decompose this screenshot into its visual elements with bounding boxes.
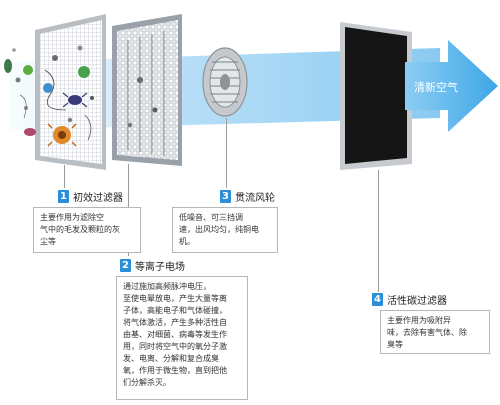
callout-title: 贯流风轮 (235, 192, 275, 204)
desc-line: 将气体激活，产生多种活性自 (123, 318, 227, 327)
callout-carbon-filter: 4 活性碳过滤器 (372, 290, 447, 308)
desc-line: 气中的毛发及颗粒的灰 (40, 225, 120, 234)
desc-line: 用，同时将空气中的氧分子激 (123, 342, 227, 351)
desc-line: 发、电离、分解和复合成臭 (123, 354, 219, 363)
callout-number: 1 (58, 189, 69, 203)
desc-line: 尘等 (40, 237, 56, 246)
desc-line: 机。 (179, 237, 195, 246)
fresh-air-label: 清新空气 (414, 81, 458, 94)
callout-title: 初效过滤器 (73, 192, 123, 204)
leader-line-1 (64, 165, 65, 188)
leader-line-3 (226, 118, 227, 188)
callout-primary-filter: 1 初效过滤器 (58, 187, 123, 205)
callout-number: 2 (120, 258, 131, 272)
desc-line: 速，出风均匀，纯铜电 (179, 225, 259, 234)
germ-icon (23, 65, 90, 147)
plasma-field-panel (112, 14, 182, 166)
callout-description-3: 低噪音、可三挡调 速，出风均匀，纯铜电 机。 (172, 207, 278, 253)
callout-plasma-field: 2 等离子电场 (120, 256, 185, 274)
desc-line: 们分解杀灭。 (123, 378, 171, 387)
callout-fan: 3 贯流风轮 (220, 187, 275, 205)
desc-line: 由基、对细菌、病毒等发生作 (123, 330, 227, 339)
callout-number: 4 (372, 292, 383, 306)
desc-line: 低噪音、可三挡调 (179, 213, 243, 222)
callout-number: 3 (220, 189, 231, 203)
mite-icon (4, 59, 88, 136)
callout-description-1: 主要作用为滤除空 气中的毛发及颗粒的灰 尘等 (33, 207, 141, 253)
desc-line: 主要作用为滤除空 (40, 213, 104, 222)
hair-fiber-icon (19, 69, 92, 141)
callout-description-2: 通过施加高频脉冲电压， 至使电晕放电，产生大量等离 子体，高能电子和气体碰撞， … (116, 276, 248, 400)
desc-line: 主要作用为吸附异 (387, 316, 451, 325)
leader-line-4 (378, 170, 379, 292)
crossflow-fan-icon (202, 47, 248, 117)
callout-title: 等离子电场 (135, 261, 185, 273)
fresh-air-arrow (405, 40, 498, 132)
activated-carbon-panel (340, 22, 412, 170)
callout-description-4: 主要作用为吸附异 味，去除有害气体、除 臭等 (380, 310, 490, 354)
desc-line: 味，去除有害气体、除 (387, 328, 467, 337)
desc-line: 子体，高能电子和气体碰撞， (123, 306, 227, 315)
desc-line: 氧，作用于微生物，直到把他 (123, 366, 227, 375)
desc-line: 臭等 (387, 340, 403, 349)
desc-line: 至使电晕放电，产生大量等离 (123, 294, 227, 303)
desc-line: 通过施加高频脉冲电压， (123, 282, 211, 291)
callout-title: 活性碳过滤器 (387, 295, 447, 307)
